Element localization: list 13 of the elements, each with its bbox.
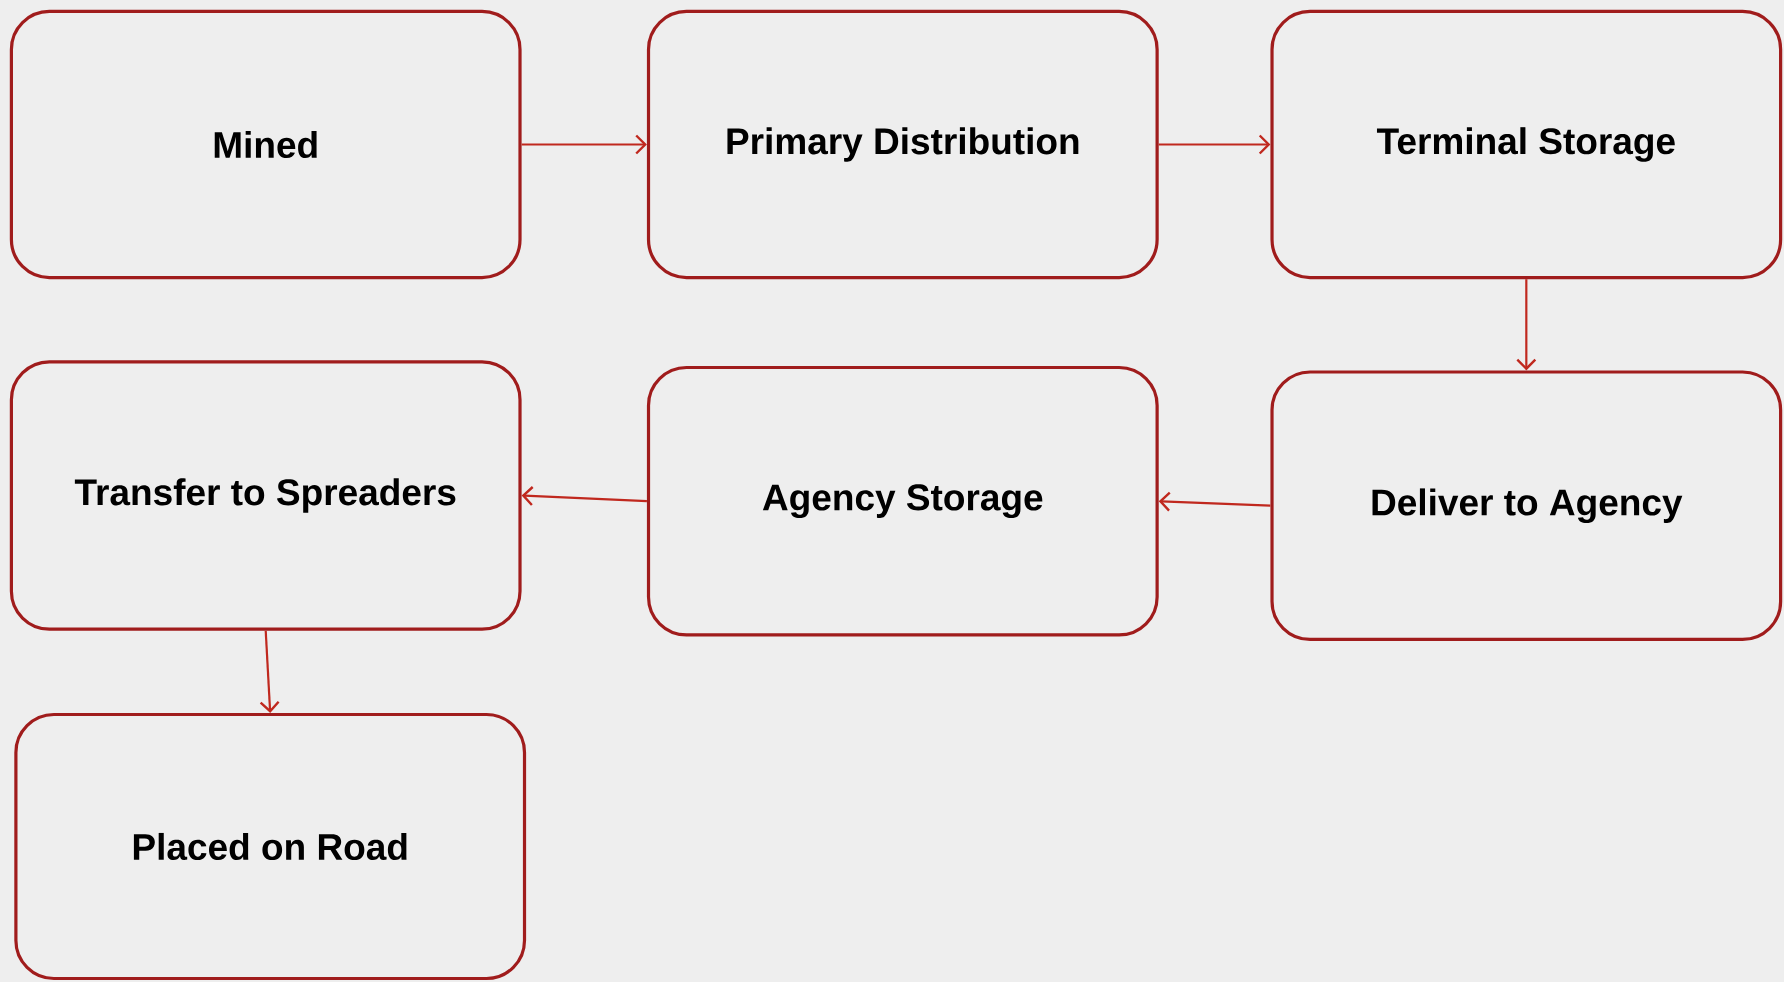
arrow [521, 134, 647, 155]
arrow [1158, 491, 1271, 512]
arrow [1158, 134, 1271, 155]
process-box: Primary Distribution [646, 9, 1159, 280]
process-box: Placed on Road [14, 712, 527, 981]
process-box: Mined [9, 9, 522, 280]
process-box: Terminal Storage [1270, 9, 1783, 280]
arrow [259, 630, 280, 713]
process-box: Transfer to Spreaders [9, 360, 522, 631]
process-box: Agency Storage [646, 365, 1159, 637]
process-box: Deliver to Agency [1270, 370, 1783, 641]
arrow [1516, 279, 1537, 371]
arrow [521, 486, 647, 506]
